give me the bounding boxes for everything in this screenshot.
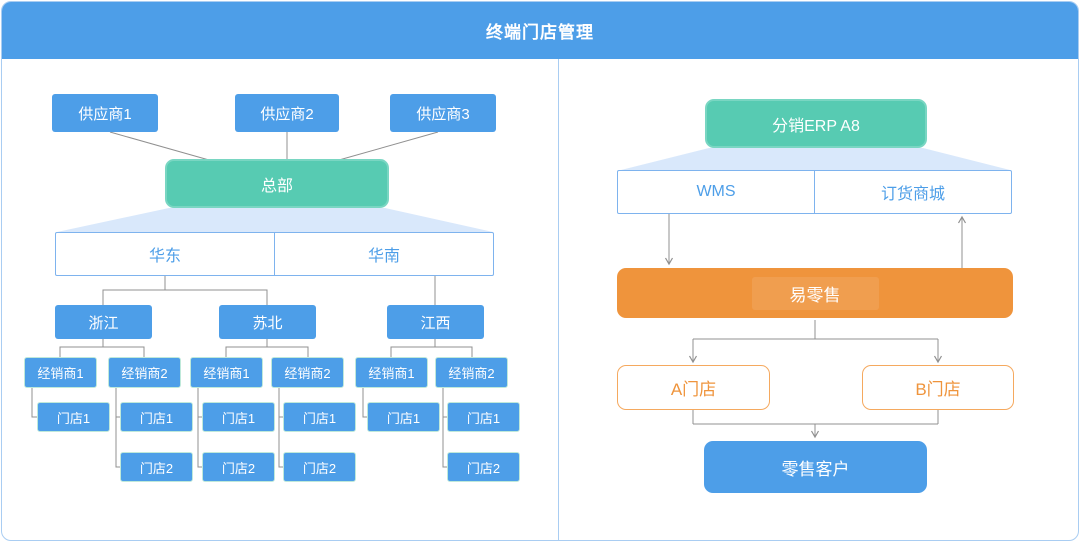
erp-funnel-shape: [621, 148, 1010, 170]
region-south-cell: 华南: [367, 248, 400, 265]
dealer-box: 经销商1: [24, 357, 97, 388]
province-jiangxi-box: 江西: [387, 305, 484, 339]
store-box: 门店1: [367, 402, 440, 432]
province-subei-box: 苏北: [219, 305, 316, 339]
retail-customer-box: 零售客户: [704, 441, 927, 493]
page-title: 终端门店管理: [2, 2, 1078, 59]
store-box: 门店2: [120, 452, 193, 482]
module-ordering-mall-cell: 订货商城: [880, 186, 945, 203]
store-box: 门店1: [37, 402, 110, 432]
retail-platform-label: 易零售: [751, 276, 879, 310]
dealer-box: 经销商1: [190, 357, 263, 388]
region-east-cell: 华东: [56, 233, 275, 275]
dealer-box: 经销商1: [355, 357, 428, 388]
supplier-1-box: 供应商1: [52, 94, 158, 132]
store-a-box: A门店: [617, 365, 770, 410]
store-box: 门店2: [202, 452, 275, 482]
province-zhejiang-box: 浙江: [55, 305, 152, 339]
dealer-box: 经销商2: [435, 357, 508, 388]
store-box: 门店1: [283, 402, 356, 432]
hq-funnel-shape: [57, 208, 493, 232]
supplier-3-box: 供应商3: [390, 94, 496, 132]
store-box: 门店1: [447, 402, 520, 432]
store-box: 门店2: [447, 452, 520, 482]
store-box: 门店1: [202, 402, 275, 432]
panel-divider: [558, 59, 559, 540]
retail-platform-box: 易零售: [617, 268, 1013, 318]
dealer-box: 经销商2: [271, 357, 344, 388]
module-wms-cell: WMS: [618, 171, 815, 213]
dealer-box: 经销商2: [108, 357, 181, 388]
store-box: 门店1: [120, 402, 193, 432]
supplier-2-box: 供应商2: [235, 94, 339, 132]
store-box: 门店2: [283, 452, 356, 482]
erp-box: 分销ERP A8: [705, 99, 927, 148]
modules-box: WMS 订货商城: [617, 170, 1012, 214]
store-b-box: B门店: [862, 365, 1014, 410]
headquarters-box: 总部: [165, 159, 389, 208]
regions-box: 华东 华南: [55, 232, 494, 276]
